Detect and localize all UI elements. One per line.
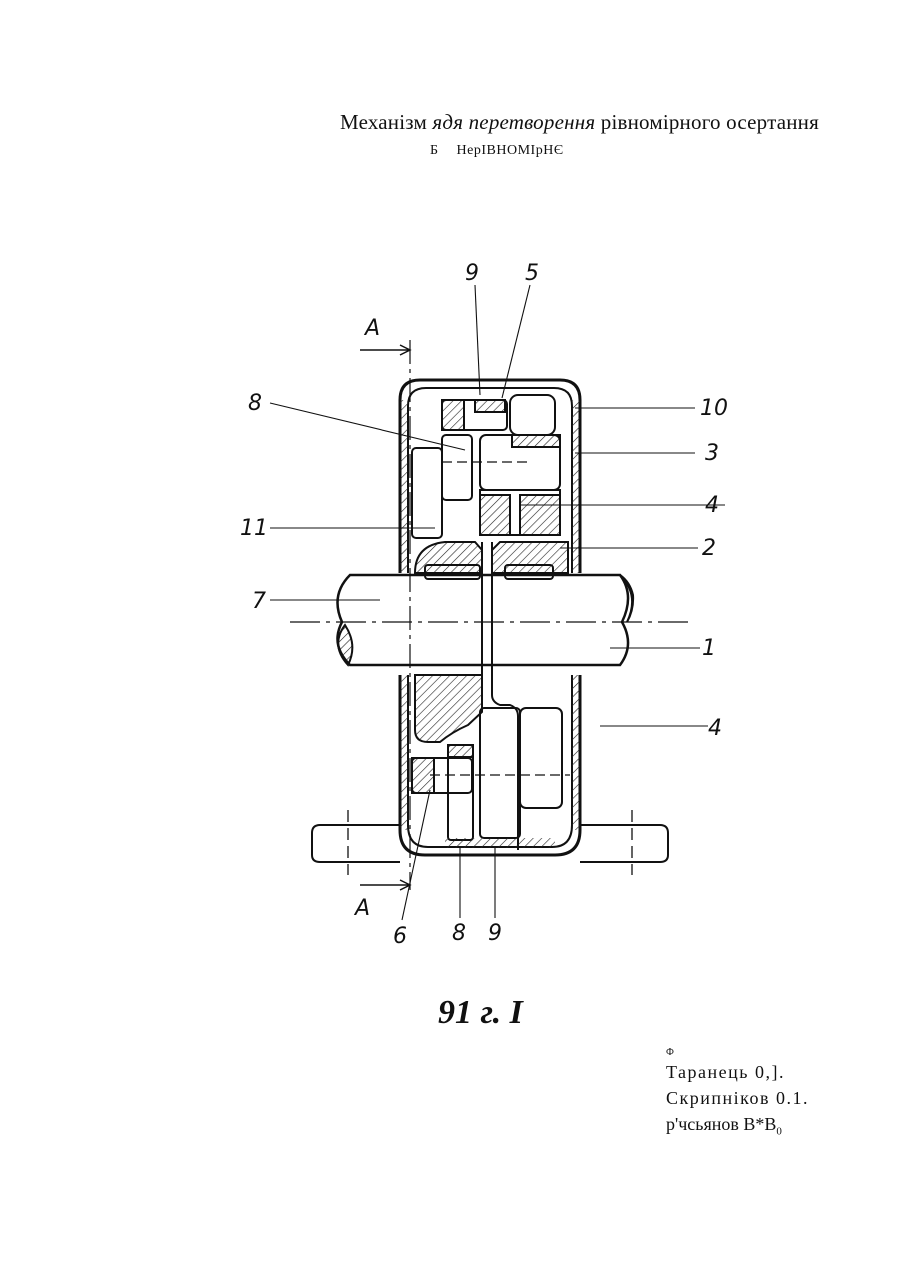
figure-caption: 91 г. І [438, 994, 523, 1032]
hub-right [492, 542, 568, 573]
center-web [482, 542, 518, 850]
label-8-left: 8 [248, 391, 262, 416]
label-2: 2 [702, 536, 716, 561]
document-title: Механізм ядя перетворення рівномірного о… [340, 110, 819, 135]
mechanism-drawing: A A 9 5 8 10 3 4 11 2 7 1 4 6 8 9 [230, 250, 750, 970]
document-subtitle: Б НерІВНОМІрНЄ [430, 143, 564, 159]
subtitle-word: НерІВНОМІрНЄ [457, 143, 564, 158]
section-mark-a-bottom: A [353, 896, 370, 921]
gear-4-lower [480, 708, 520, 838]
label-10: 10 [700, 396, 728, 421]
title-part-1: Механізм [340, 110, 427, 134]
shaft-end-left-section [338, 625, 352, 665]
author-line-2: Скрипніков 0.1. [666, 1085, 809, 1111]
label-4-lower: 4 [708, 716, 722, 741]
gear-4-right [520, 708, 562, 808]
housing-wall-left-upper [400, 400, 408, 573]
label-5: 5 [525, 261, 539, 286]
authors-mark: Ф [666, 1047, 809, 1059]
title-part-3: рівномірного осертання [601, 110, 819, 134]
lower-ring-9 [445, 838, 555, 848]
housing-wall-left-lower [400, 675, 408, 830]
housing-wall-right-upper [572, 400, 580, 573]
subtitle-letter: Б [430, 143, 439, 158]
shaft-end-right-section [620, 575, 633, 622]
label-9-top: 9 [465, 261, 479, 286]
housing-wall-right-lower [572, 675, 580, 830]
upper-gear-5 [510, 395, 555, 435]
section-mark-a-top: A [363, 316, 380, 341]
label-8-bottom: 8 [452, 921, 466, 946]
section-arrow-top [360, 345, 410, 355]
base-flange [312, 825, 400, 862]
title-part-2: ядя перетворення [432, 110, 595, 134]
label-11: 11 [240, 516, 268, 541]
label-7: 7 [252, 589, 266, 614]
label-1: 1 [702, 636, 716, 661]
label-6: 6 [393, 924, 407, 949]
label-3: 3 [705, 441, 719, 466]
hub-lower [415, 675, 482, 742]
author-line-3-sub: 0 [776, 1126, 782, 1138]
author-line-3-main: р'чсьянов В*В [666, 1114, 776, 1134]
pin-8-upper [442, 435, 472, 500]
author-line-3: р'чсьянов В*В0 [666, 1111, 809, 1145]
section-arrow-bottom [360, 880, 410, 890]
label-4-upper: 4 [705, 493, 719, 518]
lever-11 [412, 448, 442, 538]
label-9-bottom: 9 [488, 921, 502, 946]
author-line-1: Таранець 0,]. [666, 1059, 809, 1085]
authors-block: Ф Таранець 0,]. Скрипніков 0.1. р'чсьяно… [666, 1047, 809, 1145]
